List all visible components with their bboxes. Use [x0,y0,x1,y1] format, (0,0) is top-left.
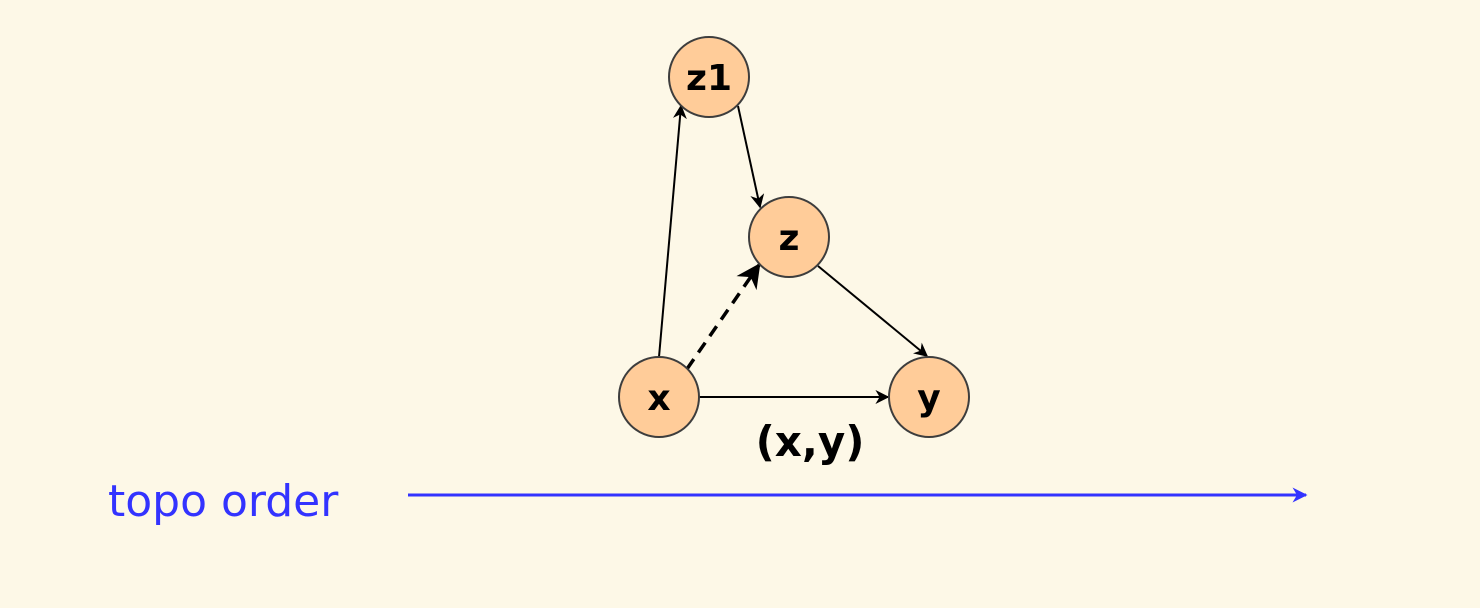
topo-order-label: topo order [108,476,339,527]
node-z1-label: z1 [686,58,732,99]
node-x: x [618,356,700,438]
node-z: z [748,196,830,278]
edge-z-y [817,265,929,357]
edge-x-z-dashed [685,262,761,370]
edge-x-z1 [658,104,687,358]
node-z1: z1 [668,36,750,118]
node-y: y [888,356,970,438]
edge-label-xy: (x,y) [756,417,865,466]
node-x-label: x [647,378,670,419]
node-y-label: y [917,378,940,419]
node-z-label: z [779,218,800,259]
edge-z1-z [737,105,765,209]
